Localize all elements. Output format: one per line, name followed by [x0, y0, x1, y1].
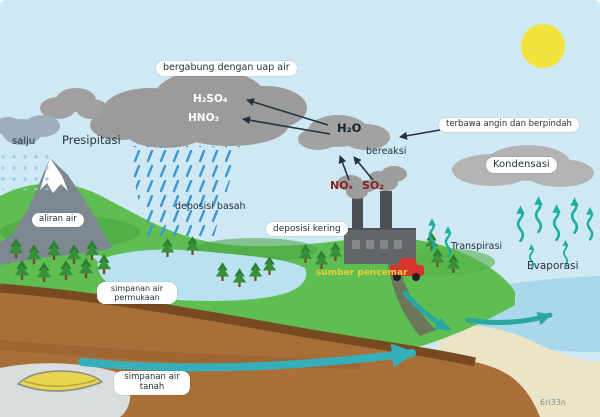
label-terbawa-angin: terbawa angin dan berpindah [439, 118, 579, 132]
label-deposisi-basah: deposisi basah [175, 201, 246, 212]
smoke-puffs [337, 166, 407, 199]
boat-icon [16, 370, 104, 392]
label-salju: salju [12, 136, 36, 147]
sun-icon [521, 24, 565, 68]
label-h2so4: H₂SO₄ [193, 93, 228, 105]
factory-icon [337, 166, 416, 264]
label-hno3: HNO₃ [188, 112, 220, 124]
label-kondensasi: Kondensasi [486, 157, 557, 173]
snow-cloud [0, 115, 60, 145]
car-icon [390, 258, 424, 281]
surface-flow-arrows [402, 290, 553, 332]
label-bergabung-uap-air: bergabung dengan uap air [156, 61, 297, 76]
label-evaporasi: Evaporasi [527, 260, 579, 272]
label-aliran-air: aliran air [32, 213, 84, 227]
reaction-arrows [242, 98, 441, 181]
label-sumber-pencemar: sumber pencemar [316, 268, 408, 278]
label-transpirasi: Transpirasi [451, 241, 503, 252]
rainfall [127, 146, 240, 236]
label-deposisi-kering: deposisi kering [266, 222, 348, 237]
label-nox: NOₓ [330, 179, 354, 192]
label-so2: SO₂ [362, 179, 385, 192]
groundwater-flow-arrow [78, 343, 416, 372]
snowfall [0, 148, 56, 190]
watermark: 6ri33n [540, 398, 566, 407]
label-simpanan-air-tanah: simpanan air tanah [114, 371, 190, 395]
label-bereaksi: bereaksi [366, 146, 407, 157]
label-h2o: H₂O [337, 121, 362, 135]
small-cloud [40, 88, 108, 119]
mountain [0, 158, 112, 265]
label-simpanan-air-permukaan: simpanan air permukaan [97, 282, 177, 305]
acid-cloud [90, 70, 307, 148]
label-presipitasi: Presipitasi [62, 133, 121, 147]
